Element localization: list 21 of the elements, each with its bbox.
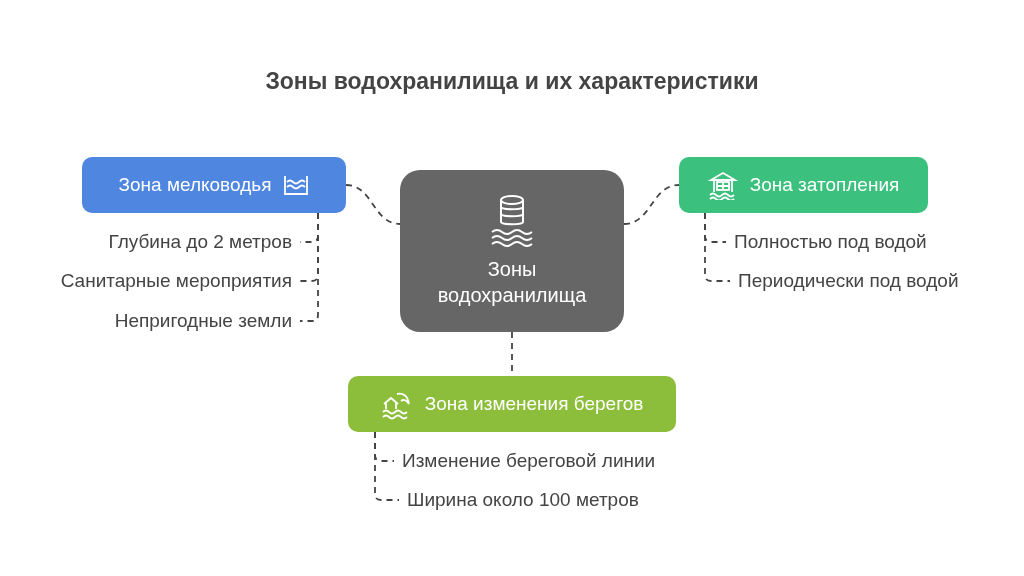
item-text: Изменение береговой линии	[394, 449, 664, 473]
zone-box	[348, 376, 676, 432]
title: Зоны водохранилища и их характеристики	[264, 68, 760, 95]
item-text: Периодически под водой	[730, 269, 967, 293]
connector-line	[374, 431, 400, 501]
connector-line	[704, 212, 731, 282]
box-label: Зона изменения берегов	[424, 393, 644, 415]
connector-line	[345, 184, 401, 225]
connector-line	[623, 184, 680, 225]
zone-box	[82, 157, 346, 213]
zone-box	[679, 157, 928, 213]
box-label: Зона затопления	[749, 174, 900, 196]
item-text: Ширина около 100 метров	[399, 488, 647, 512]
item-text: Непригодные земли	[106, 309, 300, 333]
center-box	[400, 170, 624, 332]
item-text: Полностью под водой	[726, 230, 935, 254]
box-label: Зоны водохранилища	[436, 257, 588, 308]
box-label: Зона мелководья	[118, 174, 272, 196]
item-text: Глубина до 2 метров	[100, 230, 300, 254]
item-text: Санитарные мероприятия	[52, 269, 300, 293]
connector-line	[299, 212, 319, 322]
